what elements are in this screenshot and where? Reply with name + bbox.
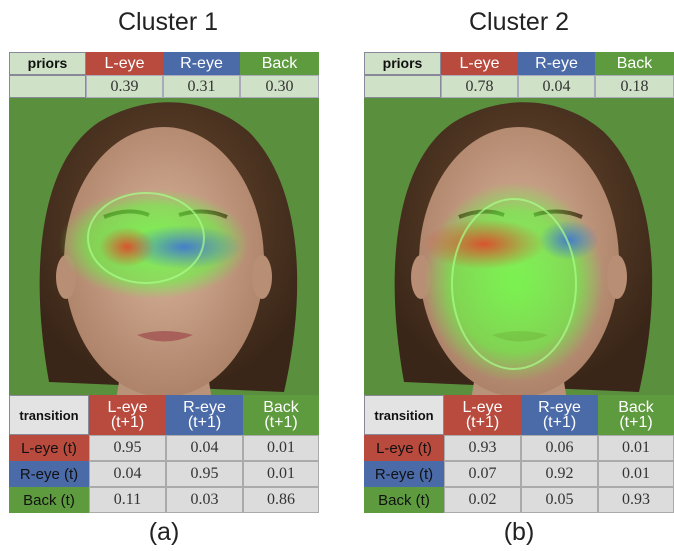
transition-cell: 0.01 [243, 461, 319, 487]
transition-cell: 0.01 [598, 435, 674, 461]
transition-header-l-eye: L-eye(t+1) [89, 395, 166, 435]
cluster-1-face-image [9, 52, 319, 513]
prior-value-l-eye: 0.78 [441, 75, 518, 98]
transition-cell: 0.03 [166, 487, 243, 513]
prior-value-r-eye: 0.31 [163, 75, 240, 98]
header-name: L-eye [462, 399, 503, 416]
transition-cell: 0.93 [444, 435, 521, 461]
transition-header-back: Back(t+1) [243, 395, 319, 435]
transition-cell: 0.92 [521, 461, 598, 487]
transition-cell: 0.01 [243, 435, 319, 461]
transition-cell: 0.86 [243, 487, 319, 513]
cluster-1-title: Cluster 1 [117, 8, 219, 36]
transition-cell: 0.04 [89, 461, 166, 487]
transition-label: transition [364, 395, 444, 435]
transition-cell: 0.07 [444, 461, 521, 487]
priors-header-r-eye: R-eye [518, 52, 595, 75]
transition-cell: 0.11 [89, 487, 166, 513]
priors-header-r-eye: R-eye [163, 52, 240, 75]
header-time: (t+1) [542, 414, 577, 431]
priors-header-back: Back [240, 52, 319, 75]
cluster-1-panel: priors L-eye R-eye Back 0.39 0.31 0.30 t… [9, 52, 319, 513]
transition-cell: 0.06 [521, 435, 598, 461]
priors-label: priors [364, 52, 441, 75]
transition-cell: 0.04 [166, 435, 243, 461]
header-name: R-eye [183, 399, 226, 416]
cluster-2-panel: priors L-eye R-eye Back 0.78 0.04 0.18 t… [364, 52, 674, 513]
priors-header-l-eye: L-eye [86, 52, 163, 75]
transition-cell: 0.95 [89, 435, 166, 461]
cluster-2-title: Cluster 2 [468, 8, 570, 36]
caption-b: (b) [503, 518, 535, 546]
row-label-back: Back (t) [364, 487, 444, 513]
prior-value-back: 0.30 [240, 75, 319, 98]
transition-cell: 0.01 [598, 461, 674, 487]
transition-label: transition [9, 395, 89, 435]
header-name: Back [263, 399, 299, 416]
transition-header-back: Back(t+1) [598, 395, 674, 435]
transition-header-r-eye: R-eye(t+1) [521, 395, 598, 435]
priors-empty-cell [9, 75, 86, 98]
row-label-r-eye: R-eye (t) [9, 461, 89, 487]
priors-empty-cell [364, 75, 441, 98]
header-time: (t+1) [465, 414, 500, 431]
header-time: (t+1) [619, 414, 653, 431]
header-name: R-eye [538, 399, 581, 416]
priors-header-back: Back [595, 52, 674, 75]
caption-a: (a) [148, 518, 180, 546]
row-label-back: Back (t) [9, 487, 89, 513]
transition-cell: 0.02 [444, 487, 521, 513]
header-time: (t+1) [110, 414, 145, 431]
header-name: Back [618, 399, 654, 416]
row-label-l-eye: L-eye (t) [364, 435, 444, 461]
prior-value-l-eye: 0.39 [86, 75, 163, 98]
header-time: (t+1) [187, 414, 222, 431]
prior-value-back: 0.18 [595, 75, 674, 98]
transition-cell: 0.95 [166, 461, 243, 487]
priors-header-l-eye: L-eye [441, 52, 518, 75]
prior-value-r-eye: 0.04 [518, 75, 595, 98]
transition-cell: 0.93 [598, 487, 674, 513]
priors-label: priors [9, 52, 86, 75]
row-label-l-eye: L-eye (t) [9, 435, 89, 461]
row-label-r-eye: R-eye (t) [364, 461, 444, 487]
header-name: L-eye [107, 399, 148, 416]
header-time: (t+1) [264, 414, 298, 431]
transition-cell: 0.05 [521, 487, 598, 513]
transition-header-l-eye: L-eye(t+1) [444, 395, 521, 435]
transition-header-r-eye: R-eye(t+1) [166, 395, 243, 435]
